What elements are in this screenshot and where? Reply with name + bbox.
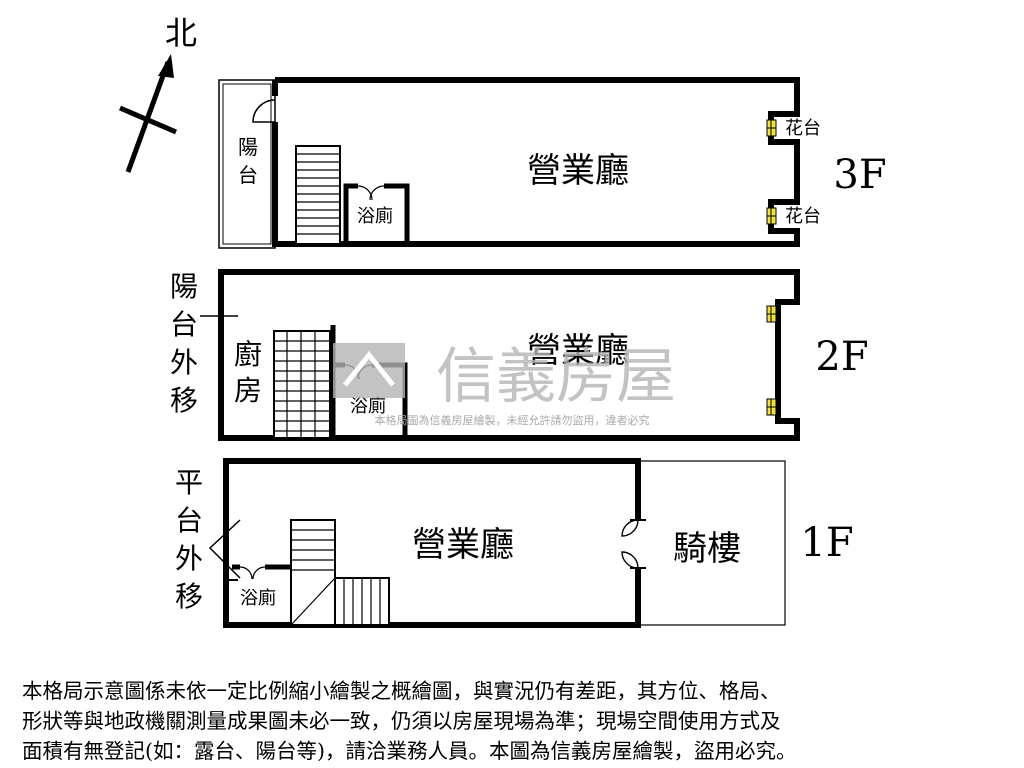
- floor-3f: 陽 台 浴廁 營業廳 花台 花台 3F: [218, 77, 887, 249]
- compass-crossbar: [119, 105, 177, 135]
- front-door-icon: [621, 519, 639, 569]
- bathroom-1f-door-icon: [239, 566, 266, 580]
- north-arrow-shaft: [125, 61, 171, 173]
- bathroom-3f-door-icon: [357, 185, 385, 201]
- floor-1f-label: 1F: [800, 520, 853, 566]
- platform-relocation-marker: [208, 519, 241, 579]
- main-room-2f-label: 營業廳: [527, 331, 629, 371]
- planter-3f-bottom-icon: [766, 207, 777, 225]
- arcade-label: 騎樓: [673, 529, 741, 569]
- main-room-1f-label: 營業廳: [412, 525, 514, 565]
- svg-text:外: 外: [170, 346, 198, 379]
- svg-text:房: 房: [234, 374, 262, 407]
- balcony-relocated-label: 陽台 外移: [170, 270, 198, 417]
- watermark-notice: 本格局圖為信義房屋繪製，未經允許請勿盜用，違者必究: [375, 413, 650, 427]
- bathroom-1f-label: 浴廁: [240, 587, 276, 609]
- north-label: 北: [165, 14, 197, 52]
- disclaimer: 本格局示意圖係未依一定比例縮小繪製之概繪圖，與實況仍有差距，其方位、格局、 形狀…: [22, 676, 1012, 766]
- balcony-label-1: 陽: [238, 135, 258, 159]
- compass: 北: [119, 14, 197, 173]
- floor-2f-label: 2F: [815, 334, 868, 380]
- watermark: 信義房屋 本格局圖為信義房屋繪製，未經允許請勿盜用，違者必究: [333, 342, 676, 427]
- stairs-2f: [273, 330, 331, 439]
- disclaimer-line-1: 本格局示意圖係未依一定比例縮小繪製之概繪圖，與實況仍有差距，其方位、格局、: [22, 679, 781, 703]
- floor-3f-label: 3F: [833, 152, 886, 198]
- bathroom-3f-label: 浴廁: [357, 205, 393, 227]
- planter-2f-bottom-icon: [766, 398, 777, 416]
- floor-3f-walls: [272, 77, 800, 247]
- bathroom-3f-walls: [343, 183, 410, 244]
- planter-2f-top-icon: [766, 305, 777, 323]
- balcony-door-icon: [252, 99, 276, 123]
- bathroom-2f-label: 浴廁: [350, 395, 386, 417]
- svg-text:移: 移: [170, 384, 198, 417]
- svg-text:台: 台: [175, 504, 203, 537]
- svg-text:移: 移: [175, 580, 203, 613]
- planter-3f-top-label: 花台: [785, 118, 821, 139]
- svg-text:廚: 廚: [234, 338, 262, 371]
- platform-relocated-label: 平台 外移: [175, 466, 203, 613]
- planter-3f-bottom-label: 花台: [785, 206, 821, 227]
- svg-text:陽: 陽: [170, 270, 198, 303]
- floor-2f-walls: [218, 269, 800, 441]
- kitchen-label: 廚房: [234, 338, 262, 407]
- balcony-inner: [222, 83, 272, 245]
- floor-plan: 北: [119, 14, 887, 628]
- watermark-brand: 信義房屋: [436, 342, 676, 412]
- svg-text:台: 台: [170, 308, 198, 341]
- stairs-1f: [290, 519, 390, 626]
- planter-3f-top-icon: [766, 119, 777, 137]
- balcony-label-2: 台: [238, 163, 258, 187]
- disclaimer-line-3: 面積有無登記(如：露台、陽台等)，請洽業務人員。本圖為信義房屋繪製，盜用必究。: [22, 739, 797, 763]
- stairs-3f: [295, 145, 341, 245]
- svg-text:外: 外: [175, 542, 203, 575]
- disclaimer-line-2: 形狀等與地政機關測量成果圖未必一致，仍須以房屋現場為準；現場空間使用方式及: [22, 709, 781, 733]
- north-arrow-icon: [158, 54, 174, 78]
- main-room-3f-label: 營業廳: [527, 151, 629, 191]
- svg-text:平: 平: [175, 466, 203, 499]
- floor-1f: 平台 外移 浴廁 營業廳 騎樓 1F: [175, 458, 854, 628]
